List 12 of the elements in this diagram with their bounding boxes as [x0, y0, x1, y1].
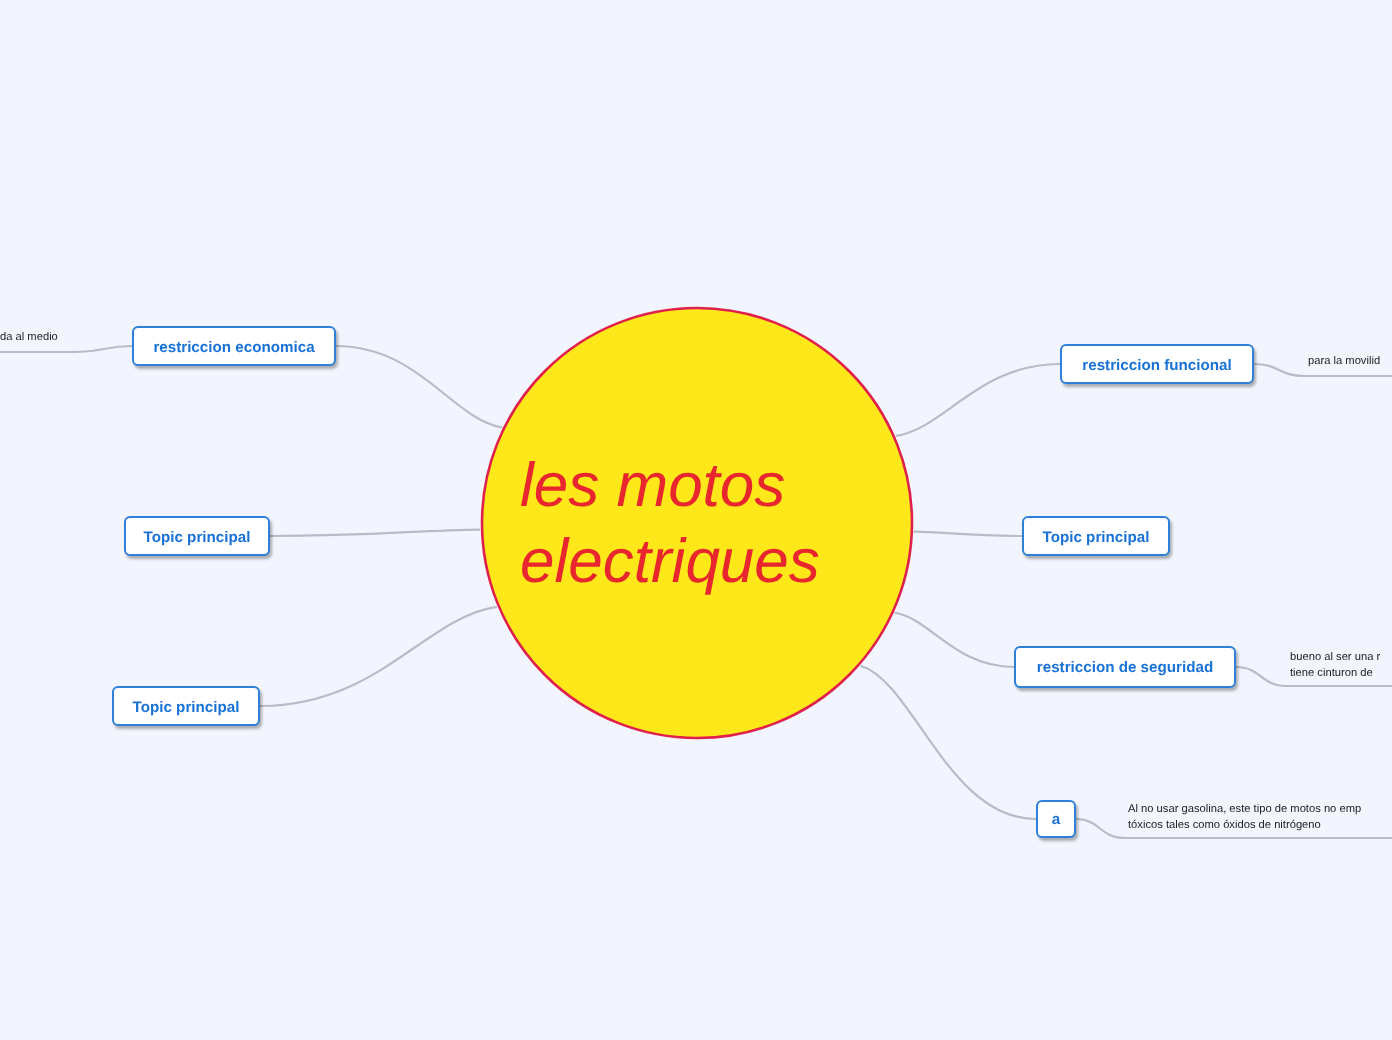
- connector-line: [895, 362, 1061, 437]
- connector-line: [1235, 665, 1392, 688]
- central-topic-title: les motos electriques: [518, 447, 822, 599]
- connector-line: [0, 344, 132, 354]
- connector-line: [1253, 362, 1392, 378]
- connector-line: [270, 528, 481, 538]
- connector-line: [859, 664, 1037, 821]
- connector-line: [259, 605, 498, 708]
- connector-line: [894, 611, 1015, 669]
- connector-line: [335, 344, 503, 429]
- connector-line: [913, 530, 1022, 538]
- connector-line: [1075, 817, 1392, 840]
